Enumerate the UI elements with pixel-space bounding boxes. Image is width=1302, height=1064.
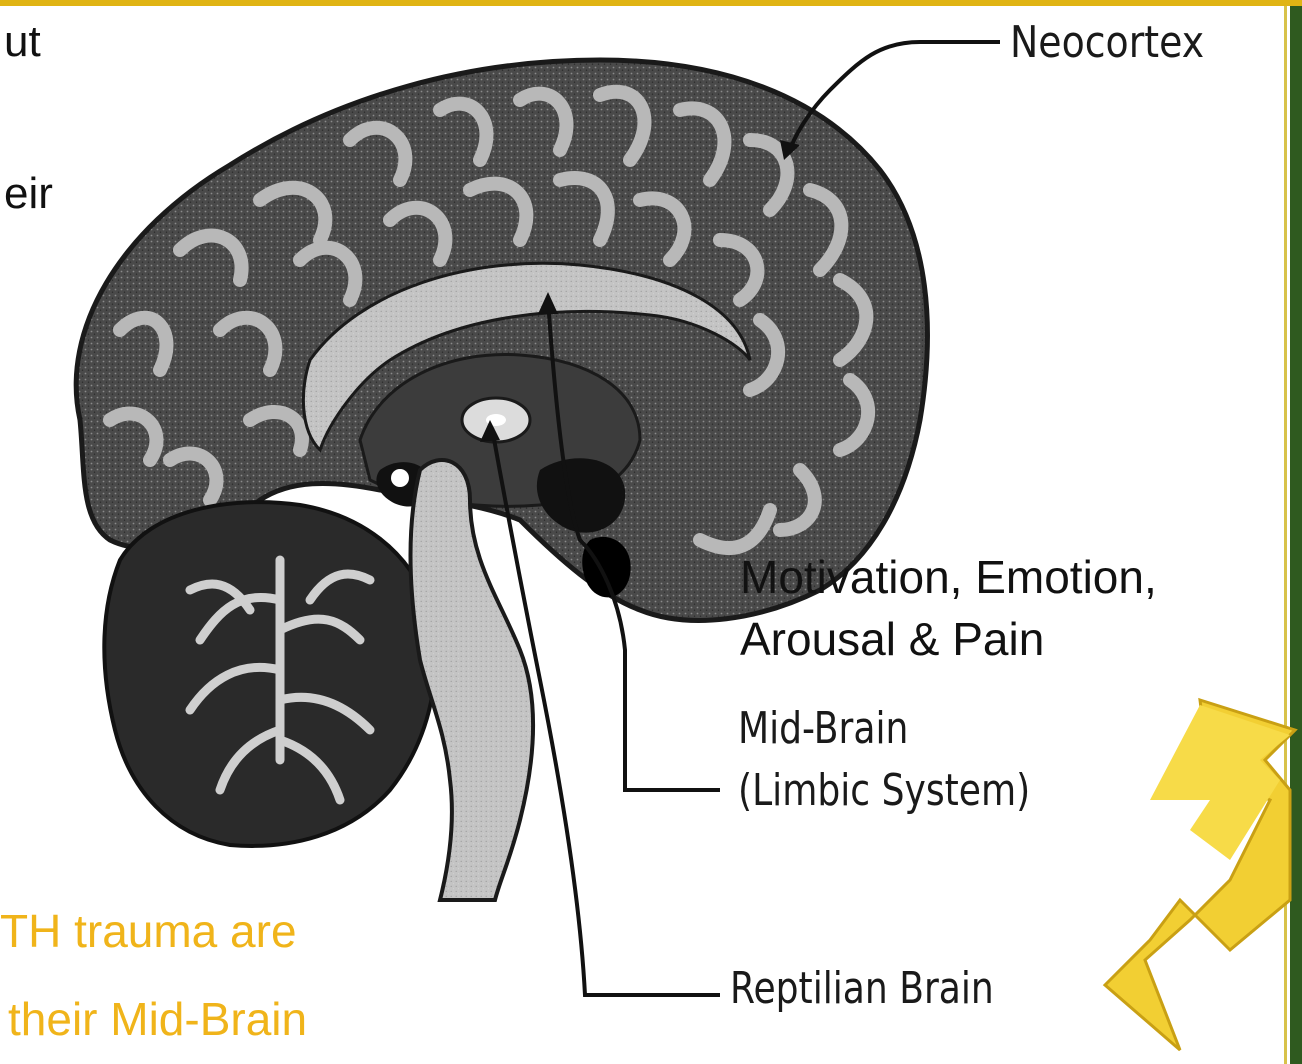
- function-caption-line-1: Motivation, Emotion,: [740, 548, 1157, 608]
- neocortex-label: Neocortex: [1010, 20, 1204, 66]
- trauma-text-line-1: TH trauma are: [0, 908, 297, 954]
- function-caption-line-2: Arousal & Pain: [740, 610, 1044, 670]
- reptilian-brain-label: Reptilian Brain: [730, 966, 994, 1012]
- double-arrow-icon: [1105, 700, 1295, 1050]
- midbrain-label-line-1: Mid-Brain: [738, 706, 908, 752]
- cerebellum: [104, 502, 435, 846]
- brainstem: [411, 460, 534, 900]
- midbrain-label-line-2: (Limbic System): [738, 768, 1030, 814]
- trauma-text-line-2: their Mid-Brain: [8, 996, 307, 1042]
